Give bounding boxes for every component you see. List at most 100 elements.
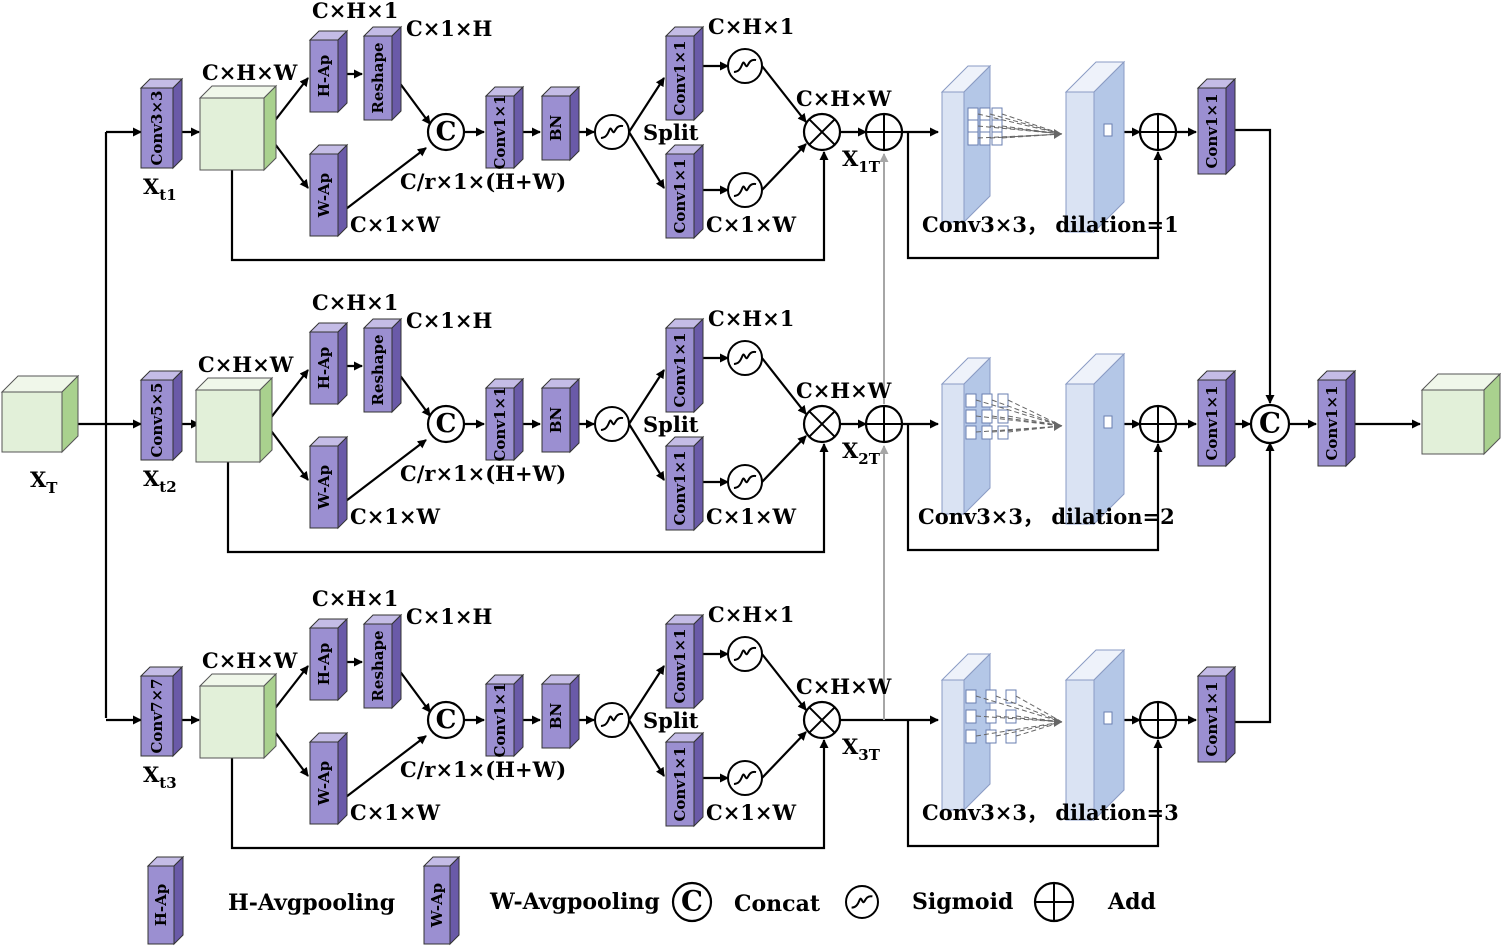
block-front (363, 623, 393, 709)
branch-1-conv1x1-down-label: Conv1×1 (671, 158, 689, 233)
branch-3-dim-c1h: C×1×H (406, 604, 492, 629)
branch-1-sig-up-to-mul (761, 65, 807, 123)
block-front (1197, 675, 1227, 763)
sigmoid-curve (733, 183, 757, 197)
block-side (693, 143, 704, 240)
branch-2-wap-label: W-Ap (315, 465, 333, 510)
branch-3-dim-mul: C×H×W (796, 674, 892, 699)
branch-1-split-up (628, 77, 665, 133)
block-side (1225, 77, 1236, 176)
block-front (363, 327, 393, 413)
block-side (513, 85, 524, 170)
branch-2-dim-crhw: C/r×1×(H+W) (400, 461, 566, 486)
add-cross (866, 114, 902, 150)
ray (995, 715, 1063, 723)
kernel-cell (967, 131, 979, 146)
branch-1-dilation-rays (977, 113, 1063, 139)
branch-2-multiply (802, 404, 842, 444)
branch-1-feature-cube (198, 84, 278, 172)
branch-2-skip (226, 443, 829, 554)
block-side (337, 617, 348, 702)
kernel-cell (979, 131, 991, 146)
sigmoid-curve (733, 351, 757, 365)
branch-1-sigmoid-down (727, 172, 763, 208)
kernel-cell (965, 709, 977, 724)
final-conv1x1 (1316, 369, 1357, 468)
branch-3-conv1x1-down (664, 731, 705, 828)
branch-3-dconv-panel-b (1064, 648, 1126, 822)
block-front (541, 387, 571, 453)
legend-add-icon (1033, 881, 1075, 923)
branch-2-concat-letter: C (436, 408, 457, 439)
ray (989, 113, 1063, 135)
multiply-cross (808, 410, 836, 438)
branch-2-split-down (628, 423, 665, 481)
branch-3-x-label: Xt3 (143, 762, 177, 792)
branch-2-dim-chw: C×H×W (198, 352, 294, 377)
legend-wap-block-label: W-Ap (428, 883, 446, 928)
branch-1-dim-down: C×1×W (706, 212, 797, 237)
block-side (337, 29, 348, 114)
ray (975, 425, 1063, 433)
panel-front (941, 679, 965, 811)
branch-1-x-label: Xt1 (143, 174, 177, 204)
branch-1-wap-label: W-Ap (315, 173, 333, 218)
block-front (309, 445, 339, 529)
final-concat (1249, 403, 1291, 445)
panel-front (941, 383, 965, 515)
block-side (173, 855, 184, 946)
branch-3-sig-down-to-mul (761, 731, 807, 779)
ray (975, 695, 1063, 723)
branch-2-sigmoid-up (727, 340, 763, 376)
branch-1-conv1x1-up (664, 25, 705, 122)
branch-3-dilation-label: Conv3×3， dilation=3 (922, 800, 1179, 825)
input-label: XT (30, 467, 58, 497)
branch-3-dim-ch1: C×H×1 (312, 586, 398, 611)
branch-3-conv1x1-up-label: Conv1×1 (671, 628, 689, 703)
branch-2-bn (540, 377, 581, 454)
legend-hap-block (146, 855, 185, 946)
branch-2-concat (426, 404, 466, 444)
block-side (391, 25, 402, 122)
kernel-cell (965, 689, 977, 704)
panel-side (1093, 60, 1125, 234)
block-side (569, 673, 580, 750)
sigmoid-curve (733, 59, 757, 73)
branch-3-bn-label: BN (547, 703, 565, 730)
block-side (337, 321, 348, 406)
branch-1-reshape (362, 25, 403, 122)
branch-1-sig-down-to-mul (761, 143, 807, 191)
kernel-cell (991, 131, 1003, 146)
branch-1-dim-chw: C×H×W (202, 60, 298, 85)
branch-3-conv1x1-down-label: Conv1×1 (671, 746, 689, 821)
ray-head (1054, 129, 1062, 139)
ray (975, 715, 1063, 723)
block-side (337, 143, 348, 238)
branch-2-reshape-label: Reshape (369, 334, 387, 405)
block-front (665, 327, 695, 413)
block-side (172, 665, 183, 758)
branch-2-conv1x1-up (664, 317, 705, 414)
branch-1-dilation-label: Conv3×3， dilation=1 (922, 212, 1179, 237)
branch-2-reshape (362, 317, 403, 414)
branch-2-x-label: Xt2 (143, 466, 177, 496)
branch-2-split-up (628, 369, 665, 425)
branch-3-sig-up-to-mul (761, 653, 807, 711)
legend-hap-block-label: H-Ap (152, 884, 170, 927)
sigmoid-curve (600, 417, 624, 431)
branch-1-bn (540, 85, 581, 162)
legend-hap-label: H-Avgpooling (228, 890, 395, 916)
branch-1-dconv-panel-b (1064, 60, 1126, 234)
branch-3-reshape-to-concat (395, 665, 431, 713)
block-front (1197, 87, 1227, 175)
branch-3-dim-chw: C×H×W (202, 648, 298, 673)
block-front (363, 35, 393, 121)
add-cross (866, 406, 902, 442)
block-side (1225, 665, 1236, 764)
branch-2-residual (906, 424, 1163, 552)
add-cross (1035, 883, 1073, 921)
branch-3-dconv-panel-a (940, 652, 992, 812)
legend-concat-icon (671, 881, 713, 923)
legend-add-label: Add (1107, 889, 1156, 915)
